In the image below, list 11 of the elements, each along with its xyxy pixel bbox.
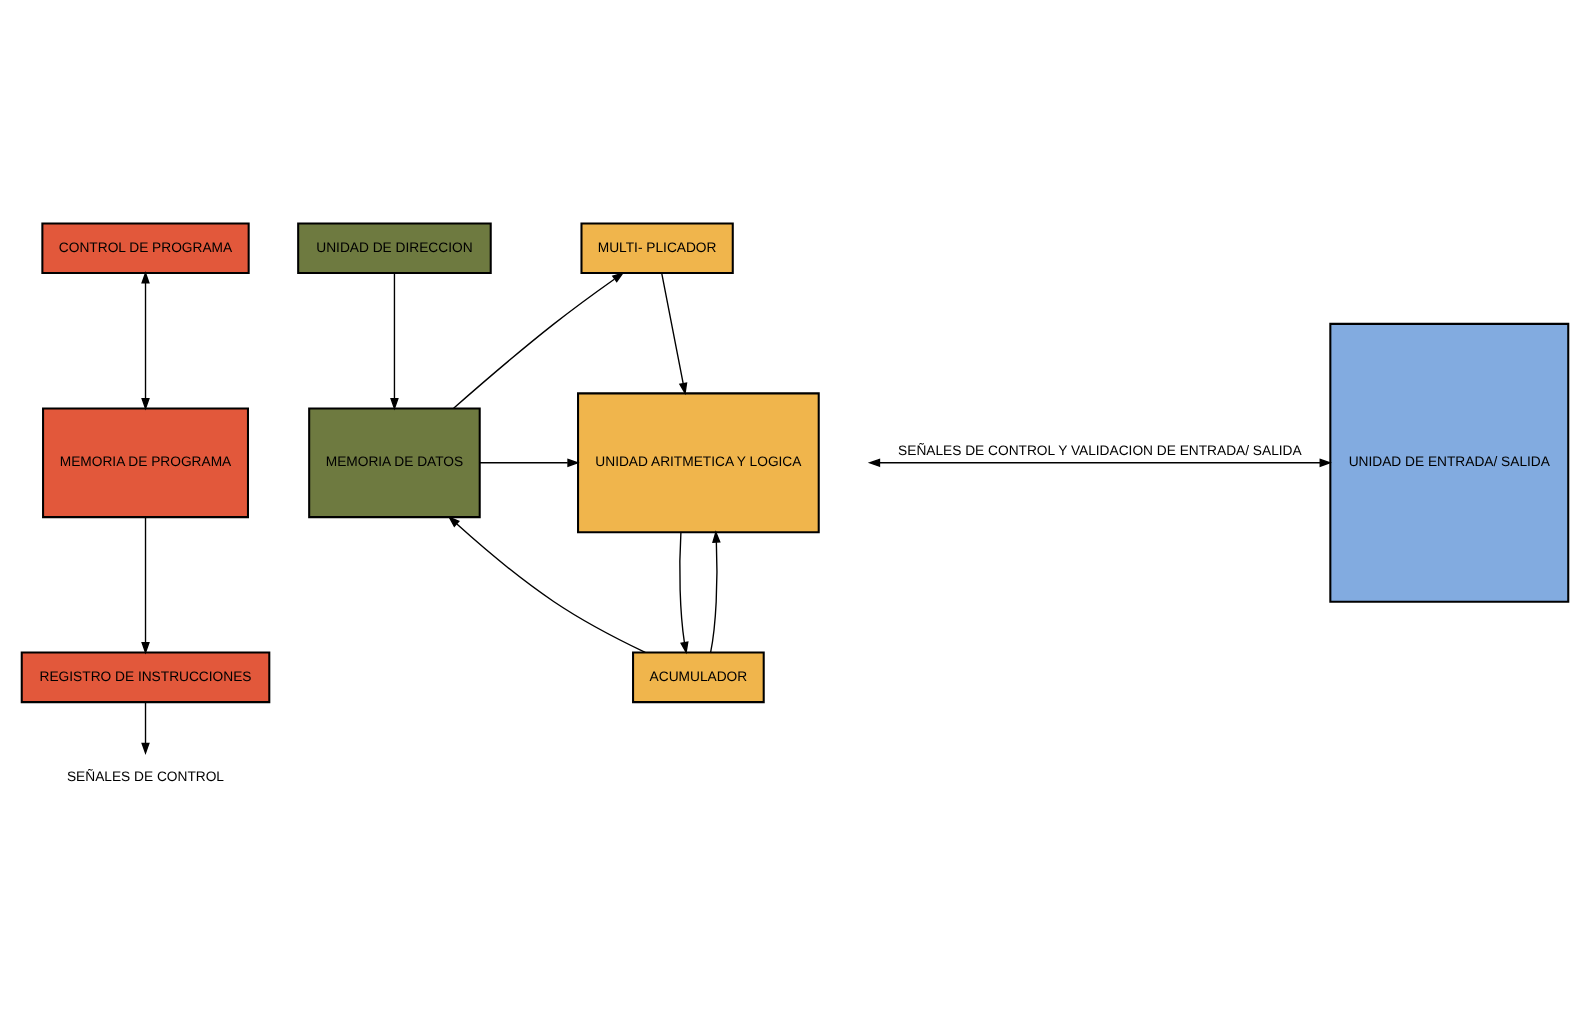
arrow	[867, 458, 1332, 468]
arrow	[661, 272, 688, 396]
arrow	[141, 271, 150, 411]
arrow	[141, 701, 150, 756]
arrow	[447, 515, 646, 654]
arrow	[479, 458, 580, 468]
arrow	[141, 516, 150, 655]
arrow	[679, 531, 689, 655]
arrow	[709, 530, 721, 653]
arrow	[390, 272, 399, 411]
arrow	[452, 272, 625, 409]
